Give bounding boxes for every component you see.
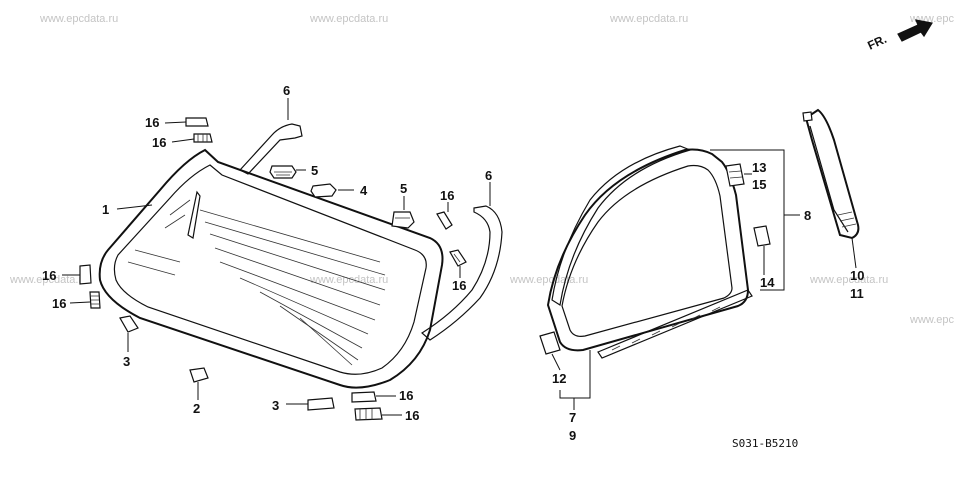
callout-16: 16	[145, 115, 159, 130]
callout-5: 5	[311, 163, 318, 178]
callout-6: 6	[485, 168, 492, 183]
callout-16: 16	[405, 408, 419, 423]
clip-16-right	[449, 249, 467, 267]
callout-14: 14	[760, 275, 775, 290]
pillar-garnish	[802, 108, 860, 240]
callout-11: 11	[850, 286, 864, 301]
rear-molding-side	[421, 205, 503, 341]
clip-16-left2	[89, 291, 101, 309]
callouts: 1 2 3 3 4 5 5 6 6 7 8 9 10 11 12 13 14 1…	[42, 83, 864, 443]
watermark: www.epcdata.ru	[9, 274, 88, 286]
rear-molding-upper	[239, 123, 303, 175]
callout-8: 8	[804, 208, 811, 223]
clip-3-left	[119, 315, 139, 333]
callout-15: 15	[752, 177, 766, 192]
watermark: www.epcdata.ru	[309, 13, 388, 25]
diagram-code: S031-B5210	[732, 437, 798, 450]
callout-2: 2	[193, 401, 200, 416]
rear-windshield-glass	[98, 148, 444, 389]
watermark: www.epcdata.ru	[509, 274, 588, 286]
direction-label: FR.	[865, 32, 888, 53]
callout-1: 1	[102, 202, 109, 217]
leader-lines	[62, 98, 857, 416]
clip-14	[753, 225, 771, 247]
callout-9: 9	[569, 428, 576, 443]
callout-16: 16	[52, 296, 66, 311]
clip-16-bottom1	[351, 391, 377, 403]
clip-13-15	[725, 163, 745, 187]
quarter-glass	[546, 145, 753, 359]
clip-3-bottom	[307, 397, 335, 411]
clip-16-bottom2	[354, 407, 383, 421]
clip-12	[539, 331, 561, 355]
front-arrow-icon	[897, 19, 933, 42]
watermark: www.epc	[909, 314, 955, 326]
watermark: www.epcdata.ru	[809, 274, 888, 286]
clip-4	[310, 183, 337, 198]
clip-5-left	[269, 165, 297, 179]
callout-16: 16	[42, 268, 56, 283]
clip-16-left1	[79, 264, 92, 285]
front-direction-indicator: FR.	[865, 19, 933, 53]
callout-13: 13	[752, 160, 766, 175]
callout-5: 5	[400, 181, 407, 196]
callout-4: 4	[360, 183, 368, 198]
watermark: www.epcdata.ru	[609, 13, 688, 25]
clip-16-mid	[436, 211, 453, 230]
callout-16: 16	[152, 135, 166, 150]
callout-10: 10	[850, 268, 864, 283]
callout-3: 3	[123, 354, 130, 369]
callout-6: 6	[283, 83, 290, 98]
watermarks: www.epcdata.ru www.epcdata.ru www.epcdat…	[9, 13, 955, 326]
callout-16: 16	[399, 388, 413, 403]
callout-16: 16	[440, 188, 454, 203]
clip-16-top2	[193, 133, 213, 143]
callout-7: 7	[569, 410, 576, 425]
callout-12: 12	[552, 371, 566, 386]
clip-5-right	[391, 211, 415, 229]
clip-16-top1	[185, 117, 209, 127]
watermark: www.epcdata.ru	[39, 13, 118, 25]
clip-2	[189, 367, 209, 383]
callout-16: 16	[452, 278, 466, 293]
callout-3: 3	[272, 398, 279, 413]
watermark: www.epcdata.ru	[309, 274, 388, 286]
